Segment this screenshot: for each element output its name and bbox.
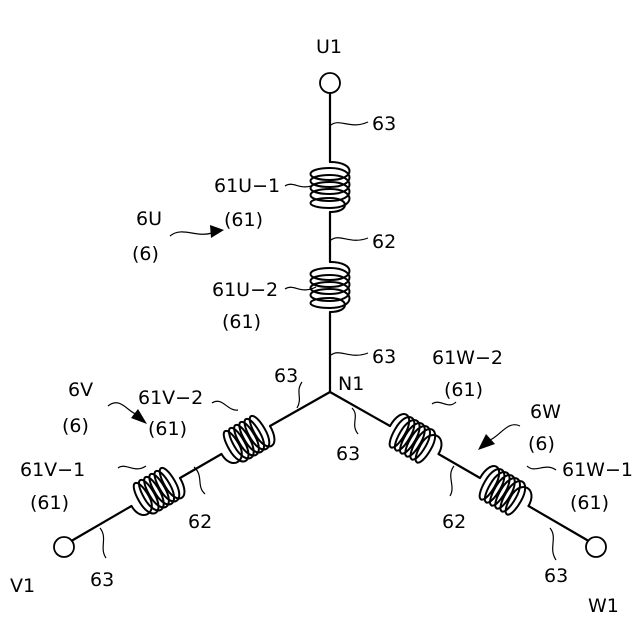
label-n1: N1 [338,373,364,395]
label-wire-v-center: 63 [274,365,298,387]
label-wire-v-mid: 62 [188,511,212,533]
leader-w1 [527,466,556,470]
label-coil-w1: 61W−1 [562,459,633,481]
wire-v-end [73,506,132,540]
labels: U1 N1 V1 W1 63 62 63 61U−1 (61) 61U−2 (6… [10,36,633,617]
leader-w-mid [450,466,454,496]
label-wire-u-bottom: 63 [372,346,396,368]
wire-v-mid [180,454,222,478]
wire-w-mid [439,454,481,478]
label-coil-u2-ref: (61) [222,311,261,333]
label-phase-u: 6U [136,208,162,230]
leader-v-end [100,528,106,558]
terminal-v1 [54,537,74,557]
wire-w-center [330,392,390,426]
label-u1: U1 [316,36,342,58]
coil-w1 [471,462,537,521]
leader-u-bottom [331,353,368,356]
leader-u-mid [331,238,368,241]
label-coil-v1: 61V−1 [20,459,85,481]
label-phase-w-ref: (6) [528,433,555,455]
label-phase-v-ref: (6) [62,415,89,437]
label-wire-u-mid: 62 [372,231,396,253]
leader-w-end [550,528,556,560]
arrow-6v-shaft [108,403,136,414]
label-phase-v: 6V [68,379,93,401]
arrow-6u-shaft [170,232,212,236]
coil-w2 [381,410,447,469]
leader-v2 [212,401,238,410]
label-coil-w2-ref: (61) [444,379,483,401]
leader-v1 [118,466,146,469]
leader-u-top [331,122,368,125]
label-coil-v2: 61V−2 [138,387,203,409]
terminal-u1 [320,73,340,93]
label-wire-u-top: 63 [372,113,396,135]
label-coil-u1: 61U−1 [214,175,280,197]
label-phase-u-ref: (6) [132,243,159,265]
terminal-w1 [586,537,606,557]
leader-v-mid [194,467,205,494]
label-w1: W1 [588,595,619,617]
leader-u1 [285,184,316,187]
label-coil-u1-ref: (61) [224,209,263,231]
label-wire-w-center: 63 [336,443,360,465]
leader-w-center [352,408,358,434]
label-phase-w: 6W [530,401,561,423]
label-coil-v1-ref: (61) [30,492,69,514]
wire-v-center [270,392,330,426]
branch-u [311,73,350,392]
label-coil-u2: 61U−2 [212,279,278,301]
coil-u1 [311,162,350,212]
arrow-6v-head [131,409,147,424]
leader-w2 [432,402,456,405]
label-v1: V1 [10,575,35,597]
label-coil-w2: 61W−2 [432,347,503,369]
label-coil-w1-ref: (61) [570,492,609,514]
label-wire-w-end: 63 [544,565,568,587]
arrow-6w-head [478,434,495,450]
coil-u2 [311,262,350,312]
coil-v1 [123,462,189,521]
phase-arrows [108,225,520,450]
label-wire-v-end: 63 [90,569,114,591]
arrow-6u-head [210,225,224,238]
label-coil-v2-ref: (61) [148,418,187,440]
arrow-6w-shaft [490,425,520,440]
coil-v2 [213,410,279,469]
label-wire-w-mid: 62 [442,511,466,533]
